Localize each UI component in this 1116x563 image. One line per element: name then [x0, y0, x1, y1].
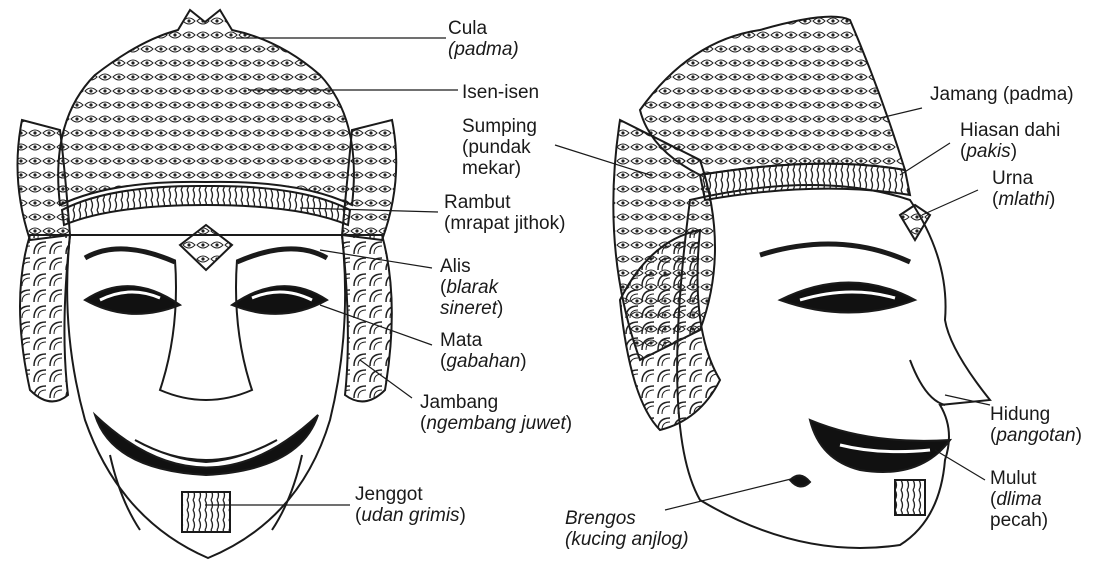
- jenggot-title: Jenggot: [355, 484, 466, 505]
- mulut-title: Mulut: [990, 468, 1048, 489]
- label-isen-isen: Isen-isen: [462, 82, 539, 103]
- brengos-title: Brengos: [565, 508, 689, 529]
- label-rambut: Rambut (mrapat jithok): [444, 192, 565, 234]
- profile-face-outline: [677, 185, 990, 548]
- cula-title: Cula: [448, 18, 519, 39]
- label-hidung: Hidung (pangotan): [990, 404, 1082, 446]
- front-beard: [182, 492, 230, 532]
- label-hiasan-dahi: Hiasan dahi (pakis): [960, 120, 1060, 162]
- front-crown: [58, 10, 354, 205]
- label-sumping: Sumping (pundak mekar): [462, 116, 537, 179]
- sumping-title: Sumping: [462, 116, 537, 137]
- label-jamang: Jamang (padma): [930, 84, 1074, 105]
- label-urna: Urna (mlathi): [992, 168, 1055, 210]
- label-brengos: Brengos (kucing anjlog): [565, 508, 689, 550]
- rambut-subtitle: (mrapat jithok): [444, 213, 565, 234]
- urna-title: Urna: [992, 168, 1055, 189]
- label-jenggot: Jenggot (udan grimis): [355, 484, 466, 526]
- label-cula: Cula (padma): [448, 18, 519, 60]
- front-hairband: [62, 186, 350, 225]
- jambang-title: Jambang: [420, 392, 572, 413]
- jamang-title: Jamang (padma): [930, 84, 1074, 105]
- label-mulut: Mulut (dlima pecah): [990, 468, 1048, 531]
- front-jambang-left: [20, 235, 70, 401]
- mata-title: Mata: [440, 330, 527, 351]
- hiasan-title: Hiasan dahi: [960, 120, 1060, 141]
- label-jambang: Jambang (ngembang juwet): [420, 392, 572, 434]
- front-mask: [18, 10, 397, 558]
- rambut-title: Rambut: [444, 192, 565, 213]
- alis-title: Alis: [440, 256, 503, 277]
- label-alis: Alis (blarak sineret): [440, 256, 503, 319]
- label-mata: Mata (gabahan): [440, 330, 527, 372]
- hidung-title: Hidung: [990, 404, 1082, 425]
- cula-subtitle: (padma): [448, 39, 519, 60]
- isen-title: Isen-isen: [462, 82, 539, 103]
